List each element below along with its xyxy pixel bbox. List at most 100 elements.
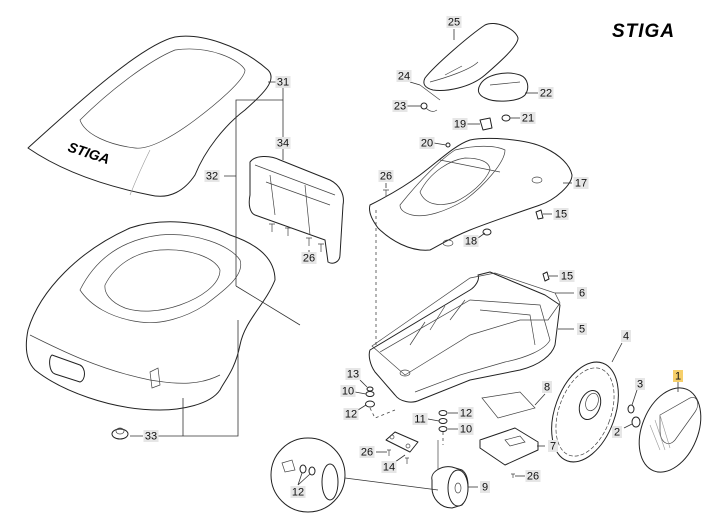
part-17-chassis-top[interactable] (369, 138, 573, 251)
callout-box (378, 170, 394, 182)
part-24-pin[interactable] (419, 84, 441, 101)
callout-box (548, 440, 558, 452)
callout-box (458, 407, 474, 419)
callout-box (559, 270, 575, 282)
part-2-nut[interactable] (631, 416, 641, 428)
part-7-box[interactable] (479, 427, 539, 466)
callout-33[interactable]: 33 (143, 430, 159, 443)
part-14-bracket[interactable] (385, 431, 419, 453)
part-6-gasket[interactable] (371, 272, 561, 376)
callout-12[interactable]: 12 (458, 407, 474, 420)
callout-9[interactable]: 9 (480, 481, 490, 494)
callout-31[interactable]: 31 (275, 76, 291, 89)
part-31-top-cover[interactable]: STIGA (27, 35, 272, 197)
part-19-clip[interactable] (479, 117, 493, 131)
part-18-grommet[interactable] (482, 228, 492, 236)
callout-25[interactable]: 25 (446, 16, 462, 29)
callout-26[interactable]: 26 (525, 470, 541, 483)
callout-1[interactable]: 1 (673, 370, 683, 383)
callout-number: 14 (383, 462, 395, 474)
callout-box (553, 208, 569, 220)
callout-number: 15 (555, 209, 567, 221)
callout-number: 13 (347, 369, 359, 381)
callout-26[interactable]: 26 (359, 446, 375, 459)
callout-17[interactable]: 17 (573, 177, 589, 190)
callout-22[interactable]: 22 (538, 87, 554, 100)
callout-number: 18 (465, 236, 477, 248)
callout-32[interactable]: 32 (204, 170, 220, 183)
callout-7[interactable]: 7 (548, 440, 558, 453)
washer-stack-center[interactable] (438, 410, 448, 432)
part-3-washer[interactable] (627, 404, 635, 414)
callout-number: 26 (380, 171, 392, 183)
callout-8[interactable]: 8 (542, 381, 552, 394)
callout-number: 6 (579, 288, 585, 300)
callout-box (204, 170, 220, 182)
stiga-logo: STIGA (612, 21, 675, 42)
part-21-grommet[interactable] (501, 114, 511, 122)
callout-19[interactable]: 19 (452, 118, 468, 131)
part-33-body-shell[interactable] (25, 221, 276, 411)
part-15-clip-b[interactable] (542, 271, 550, 282)
callout-box (301, 252, 317, 264)
part-26-screw-bracket[interactable] (387, 449, 391, 456)
callout-12[interactable]: 12 (290, 486, 306, 499)
callout-3[interactable]: 3 (635, 378, 645, 391)
callout-26[interactable]: 26 (378, 170, 394, 183)
callout-box (275, 76, 291, 88)
callout-number: 12 (345, 409, 357, 421)
part-4-drive-wheel[interactable] (539, 353, 631, 471)
callout-12[interactable]: 12 (343, 408, 359, 421)
callout-number: 26 (303, 253, 315, 265)
callout-34[interactable]: 34 (275, 137, 291, 150)
part-5-base-frame[interactable] (368, 271, 561, 403)
callout-10[interactable]: 10 (458, 423, 474, 436)
callout-box (525, 470, 541, 482)
callout-number: 10 (342, 386, 354, 398)
callout-box (452, 118, 468, 130)
part-20-screw[interactable] (445, 142, 451, 148)
part-26-screw-chassis[interactable] (383, 189, 389, 197)
callout-5[interactable]: 5 (577, 323, 587, 336)
callout-10[interactable]: 10 (340, 385, 356, 398)
part-15-clip-a[interactable] (535, 209, 544, 220)
callout-21[interactable]: 21 (520, 112, 536, 125)
part-26-screw-box[interactable] (511, 473, 515, 478)
callout-box (520, 112, 536, 124)
part-33-knob[interactable] (111, 427, 129, 440)
callout-14[interactable]: 14 (381, 461, 397, 474)
callout-23[interactable]: 23 (392, 100, 408, 113)
part-25-lid[interactable] (423, 23, 519, 91)
callout-number: 26 (361, 447, 373, 459)
callout-24[interactable]: 24 (396, 70, 412, 83)
part-8-gasket[interactable] (481, 391, 536, 419)
callout-box (381, 461, 397, 473)
callout-number: 26 (527, 471, 539, 483)
part-1-hubcap[interactable] (628, 379, 713, 482)
callout-number: 20 (421, 138, 433, 150)
callout-20[interactable]: 20 (419, 137, 435, 150)
detail-circle-bearings[interactable] (270, 437, 439, 513)
part-9-front-wheel[interactable] (431, 440, 469, 509)
washer-stack-left[interactable] (365, 386, 375, 408)
callout-box (538, 87, 554, 99)
part-23-connector[interactable] (420, 102, 438, 112)
callout-11[interactable]: 11 (412, 413, 428, 426)
part-26-screws-rear[interactable] (269, 223, 324, 252)
callout-26[interactable]: 26 (301, 252, 317, 265)
callout-15[interactable]: 15 (553, 208, 569, 221)
part-14-screw[interactable] (405, 457, 409, 464)
callout-number: 23 (394, 101, 406, 113)
callout-6[interactable]: 6 (577, 287, 587, 300)
part-22-display[interactable] (477, 72, 529, 102)
callout-18[interactable]: 18 (463, 235, 479, 248)
callout-number: 1 (675, 371, 681, 383)
callout-box (458, 423, 474, 435)
callout-15[interactable]: 15 (559, 270, 575, 283)
callout-2[interactable]: 2 (612, 426, 622, 439)
part-34-rear-panel[interactable] (248, 156, 344, 264)
callout-4[interactable]: 4 (621, 330, 631, 343)
callout-13[interactable]: 13 (345, 368, 361, 381)
